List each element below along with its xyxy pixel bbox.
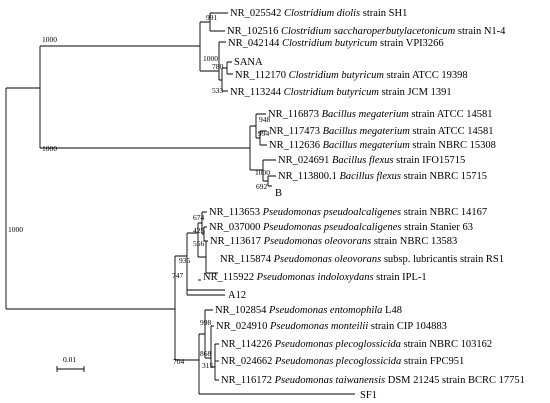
leaf-label: NR_115922 Pseudomonas indoloxydans strai… — [203, 272, 427, 283]
bootstrap-value: 1000 — [8, 225, 23, 234]
leaf-label: NR_042144 Clostridium butyricum strain V… — [228, 38, 444, 49]
branch-pseudoalc-a — [203, 226, 208, 242]
bootstrap-value: 935 — [179, 256, 191, 265]
bootstrap-value: 868 — [200, 349, 212, 358]
leaf-label: NR_113617 Pseudomonas oleovorans strain … — [210, 236, 457, 247]
tree-branches — [5, 12, 355, 395]
leaf-label: SF1 — [360, 390, 377, 401]
leaf-label: NR_102516 Clostridium saccharoperbutylac… — [227, 26, 506, 37]
leaf-label: NR_102854 Pseudomonas entomophila L48 — [215, 305, 402, 316]
leaf-label: NR_025542 Clostridium diolis strain SH1 — [230, 8, 407, 19]
leaf-label: NR_114226 Pseudomonas plecoglossicida st… — [221, 339, 492, 350]
leaf-label: NR_113800.1 Bacillus flexus strain NBRC … — [278, 171, 487, 182]
bootstrap-value: 1000 — [42, 35, 57, 44]
bootstrap-value: 692 — [256, 182, 268, 191]
bootstrap-value: 994 — [258, 129, 270, 138]
leaf-label: NR_024910 Pseudomonas monteilii strain C… — [216, 321, 447, 332]
leaf-label: NR_113244 Clostridium butyricum strain J… — [230, 87, 452, 98]
leaf-label: SANA — [234, 57, 263, 68]
bootstrap-value: 780 — [212, 62, 224, 71]
branch-megaterium — [255, 113, 266, 139]
branch-flexus — [262, 159, 276, 182]
branch-putida-group — [198, 333, 355, 395]
bootstrap-value: 747 — [172, 271, 184, 280]
leaf-label: NR_112636 Bacillus megaterium strain NBR… — [269, 140, 496, 151]
branch-bacillus — [249, 125, 263, 171]
bootstrap-value: 1000 — [255, 168, 270, 177]
branch-clostridium — [199, 21, 219, 72]
bootstrap-value: 533 — [212, 86, 224, 95]
leaf-label: NR_024662 Pseudomonas plecoglossicida st… — [221, 356, 464, 367]
bootstrap-value: 1000 — [203, 54, 218, 63]
leaf-label: NR_115874 Pseudomonas oleovorans subsp. … — [220, 254, 504, 265]
leaf-label: NR_113653 Pseudomonas pseudoalcaligenes … — [209, 207, 487, 218]
leaf-label: NR_024691 Bacillus flexus strain IFO1571… — [278, 155, 465, 166]
branch-putida-b — [210, 325, 215, 368]
leaf-label: NR_117473 Bacillus megaterium strain ATC… — [269, 126, 494, 137]
bootstrap-value: 556 — [193, 239, 205, 248]
leaf-label: B — [275, 188, 282, 199]
leaf-label: NR_112170 Clostridium butyricum strain A… — [235, 70, 468, 81]
bootstrap-value: 991 — [206, 13, 218, 22]
bootstrap-value: 704 — [173, 357, 185, 366]
bootstrap-value: 674 — [193, 213, 205, 222]
bootstrap-labels: 1000 1000 991 1000 780 533 1000 948 994 … — [8, 13, 271, 370]
leaf-label: NR_116172 Pseudomonas taiwanensis DSM 21… — [221, 375, 525, 386]
branch-pseudoalc-group — [186, 232, 225, 291]
bootstrap-value: 425 — [193, 226, 205, 235]
branch-putida-c — [214, 343, 219, 381]
branch-pseudoalc-upper — [197, 222, 206, 258]
branch-diolis-sacch — [209, 12, 228, 32]
leaf-label: A12 — [228, 290, 246, 301]
scale-bar-line — [56, 366, 85, 372]
scale-bar: 0.01 — [56, 355, 85, 372]
branch-a12 — [186, 290, 225, 296]
branch-butyricum — [218, 41, 226, 81]
branch-pseudoalc-leaves-c — [205, 240, 218, 274]
branch-butyricum-leaf-sana — [226, 61, 233, 75]
leaf-label: NR_116873 Bacillus megaterium strain ATC… — [268, 109, 493, 120]
bootstrap-value: 998 — [200, 318, 212, 327]
bootstrap-value: 315 — [202, 361, 214, 370]
branch-pseudo-root — [174, 255, 199, 361]
branch-putida-a — [204, 309, 213, 359]
bootstrap-value: 948 — [259, 115, 271, 124]
branch-flexus-inner — [267, 175, 276, 187]
scale-bar-label: 0.01 — [63, 355, 76, 364]
leaf-label: NR_037000 Pseudomonas pseudoalcaligenes … — [209, 222, 473, 233]
branch-firmicutes — [39, 45, 250, 149]
branch-butyricum-inner — [221, 67, 227, 92]
leaf-labels: NR_025542 Clostridium diolis strain SH1 … — [203, 8, 525, 401]
branch-megaterium-inner — [259, 130, 267, 146]
bootstrap-value: 1000 — [42, 144, 57, 153]
branch-root — [5, 87, 175, 310]
